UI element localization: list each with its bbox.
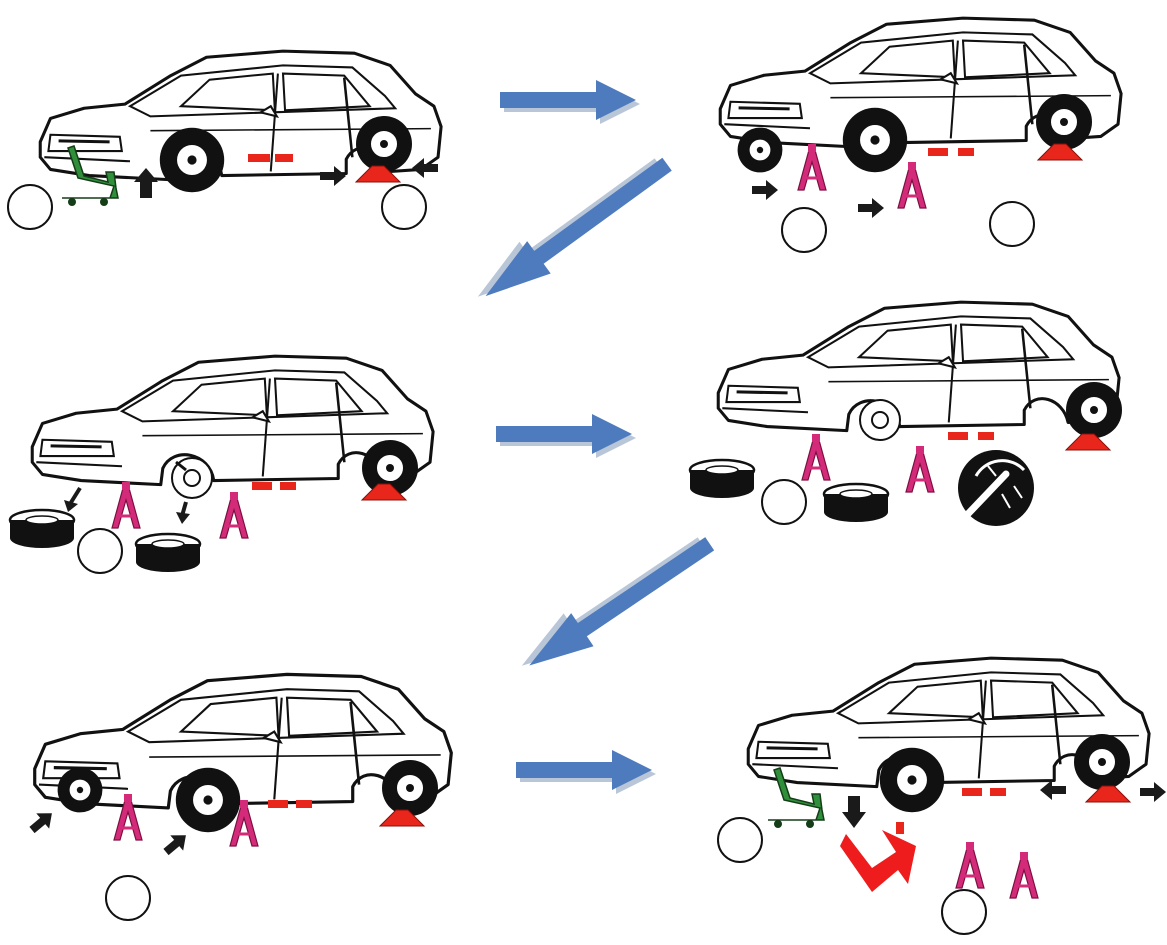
step-callout-circle: [762, 480, 806, 524]
jack-stand-icon: [220, 492, 248, 538]
sedan-car-icon: [718, 302, 1119, 431]
jack-point-marker: [990, 788, 1006, 796]
step-panel-4: [690, 302, 1122, 526]
jack-stand-icon: [798, 144, 826, 190]
step-callout-circle: [942, 890, 986, 934]
jack-point-marker: [896, 822, 904, 834]
rear-wheel-icon: [382, 760, 438, 816]
front-wheel-icon: [176, 768, 240, 832]
jack-stand-icon: [956, 842, 984, 888]
push-arrow-icon: [1040, 780, 1066, 800]
flow-arrow-down-left: [466, 145, 679, 316]
jack-point-marker: [962, 788, 982, 796]
rear-wheel-icon: [1074, 734, 1130, 790]
loose-tire-icon: [10, 510, 74, 548]
down-arrow-icon: [176, 512, 190, 524]
jack-point-marker: [978, 432, 994, 440]
front-left-wheel-icon: [58, 768, 103, 813]
step-callout-circle: [106, 876, 150, 920]
rear-wheel-icon: [1066, 382, 1122, 438]
brake-tools-icon: [958, 450, 1034, 526]
rear-wheel-icon: [356, 116, 412, 172]
jack-stand-icon: [906, 446, 934, 492]
step-panel-5: [26, 674, 452, 859]
flow-arrow-right: [516, 750, 656, 794]
rear-wheel-icon: [1036, 94, 1092, 150]
jack-point-marker: [252, 482, 272, 490]
flow-arrow-down-left: [511, 524, 721, 686]
step-callout-circle: [782, 208, 826, 252]
front-wheel-icon: [843, 108, 907, 172]
loose-tire-icon: [690, 460, 754, 498]
step-panel-3: [10, 356, 433, 572]
step-panel-6: [748, 658, 1166, 898]
front-wheel-icon: [880, 748, 944, 812]
jack-point-marker: [248, 154, 270, 162]
push-arrow-icon: [1140, 782, 1166, 802]
push-arrow-icon: [26, 806, 59, 838]
jack-point-marker: [948, 432, 968, 440]
wheel-chock-icon: [1066, 434, 1110, 450]
step-panel-2: [720, 18, 1121, 218]
push-arrow-icon: [160, 828, 193, 860]
loose-tire-icon: [136, 534, 200, 572]
flow-arrow-right: [500, 80, 640, 124]
jack-point-marker: [928, 148, 948, 156]
step-callout-circle: [78, 529, 122, 573]
jack-stand-icon: [898, 162, 926, 208]
jack-stand-icon: [802, 434, 830, 480]
brake-disc-icon: [172, 458, 212, 498]
lower-down-arrow-icon: [842, 796, 866, 828]
step-callout-circle: [382, 185, 426, 229]
jack-point-marker: [268, 800, 288, 808]
step-callout-circle: [990, 202, 1034, 246]
red-bent-arrow-icon: [840, 830, 916, 892]
flow-arrow-right: [496, 414, 636, 458]
flow-arrows: [466, 80, 721, 794]
front-wheel-icon: [160, 128, 224, 192]
loose-tire-icon: [824, 484, 888, 522]
jack-stand-icon: [112, 482, 140, 528]
wheel-chock-icon: [1086, 786, 1130, 802]
step-callout-circle: [718, 818, 762, 862]
jack-point-marker: [296, 800, 312, 808]
jack-point-marker: [275, 154, 293, 162]
jack-point-marker: [280, 482, 296, 490]
front-left-wheel-icon: [738, 128, 783, 173]
jack-stand-icon: [1010, 852, 1038, 898]
push-arrow-icon: [858, 198, 884, 218]
brake-disc-icon: [860, 400, 900, 440]
push-arrow-icon: [752, 180, 778, 200]
step-panel-1: [40, 51, 441, 206]
jack-point-marker: [958, 148, 974, 156]
step-callout-circle: [8, 185, 52, 229]
